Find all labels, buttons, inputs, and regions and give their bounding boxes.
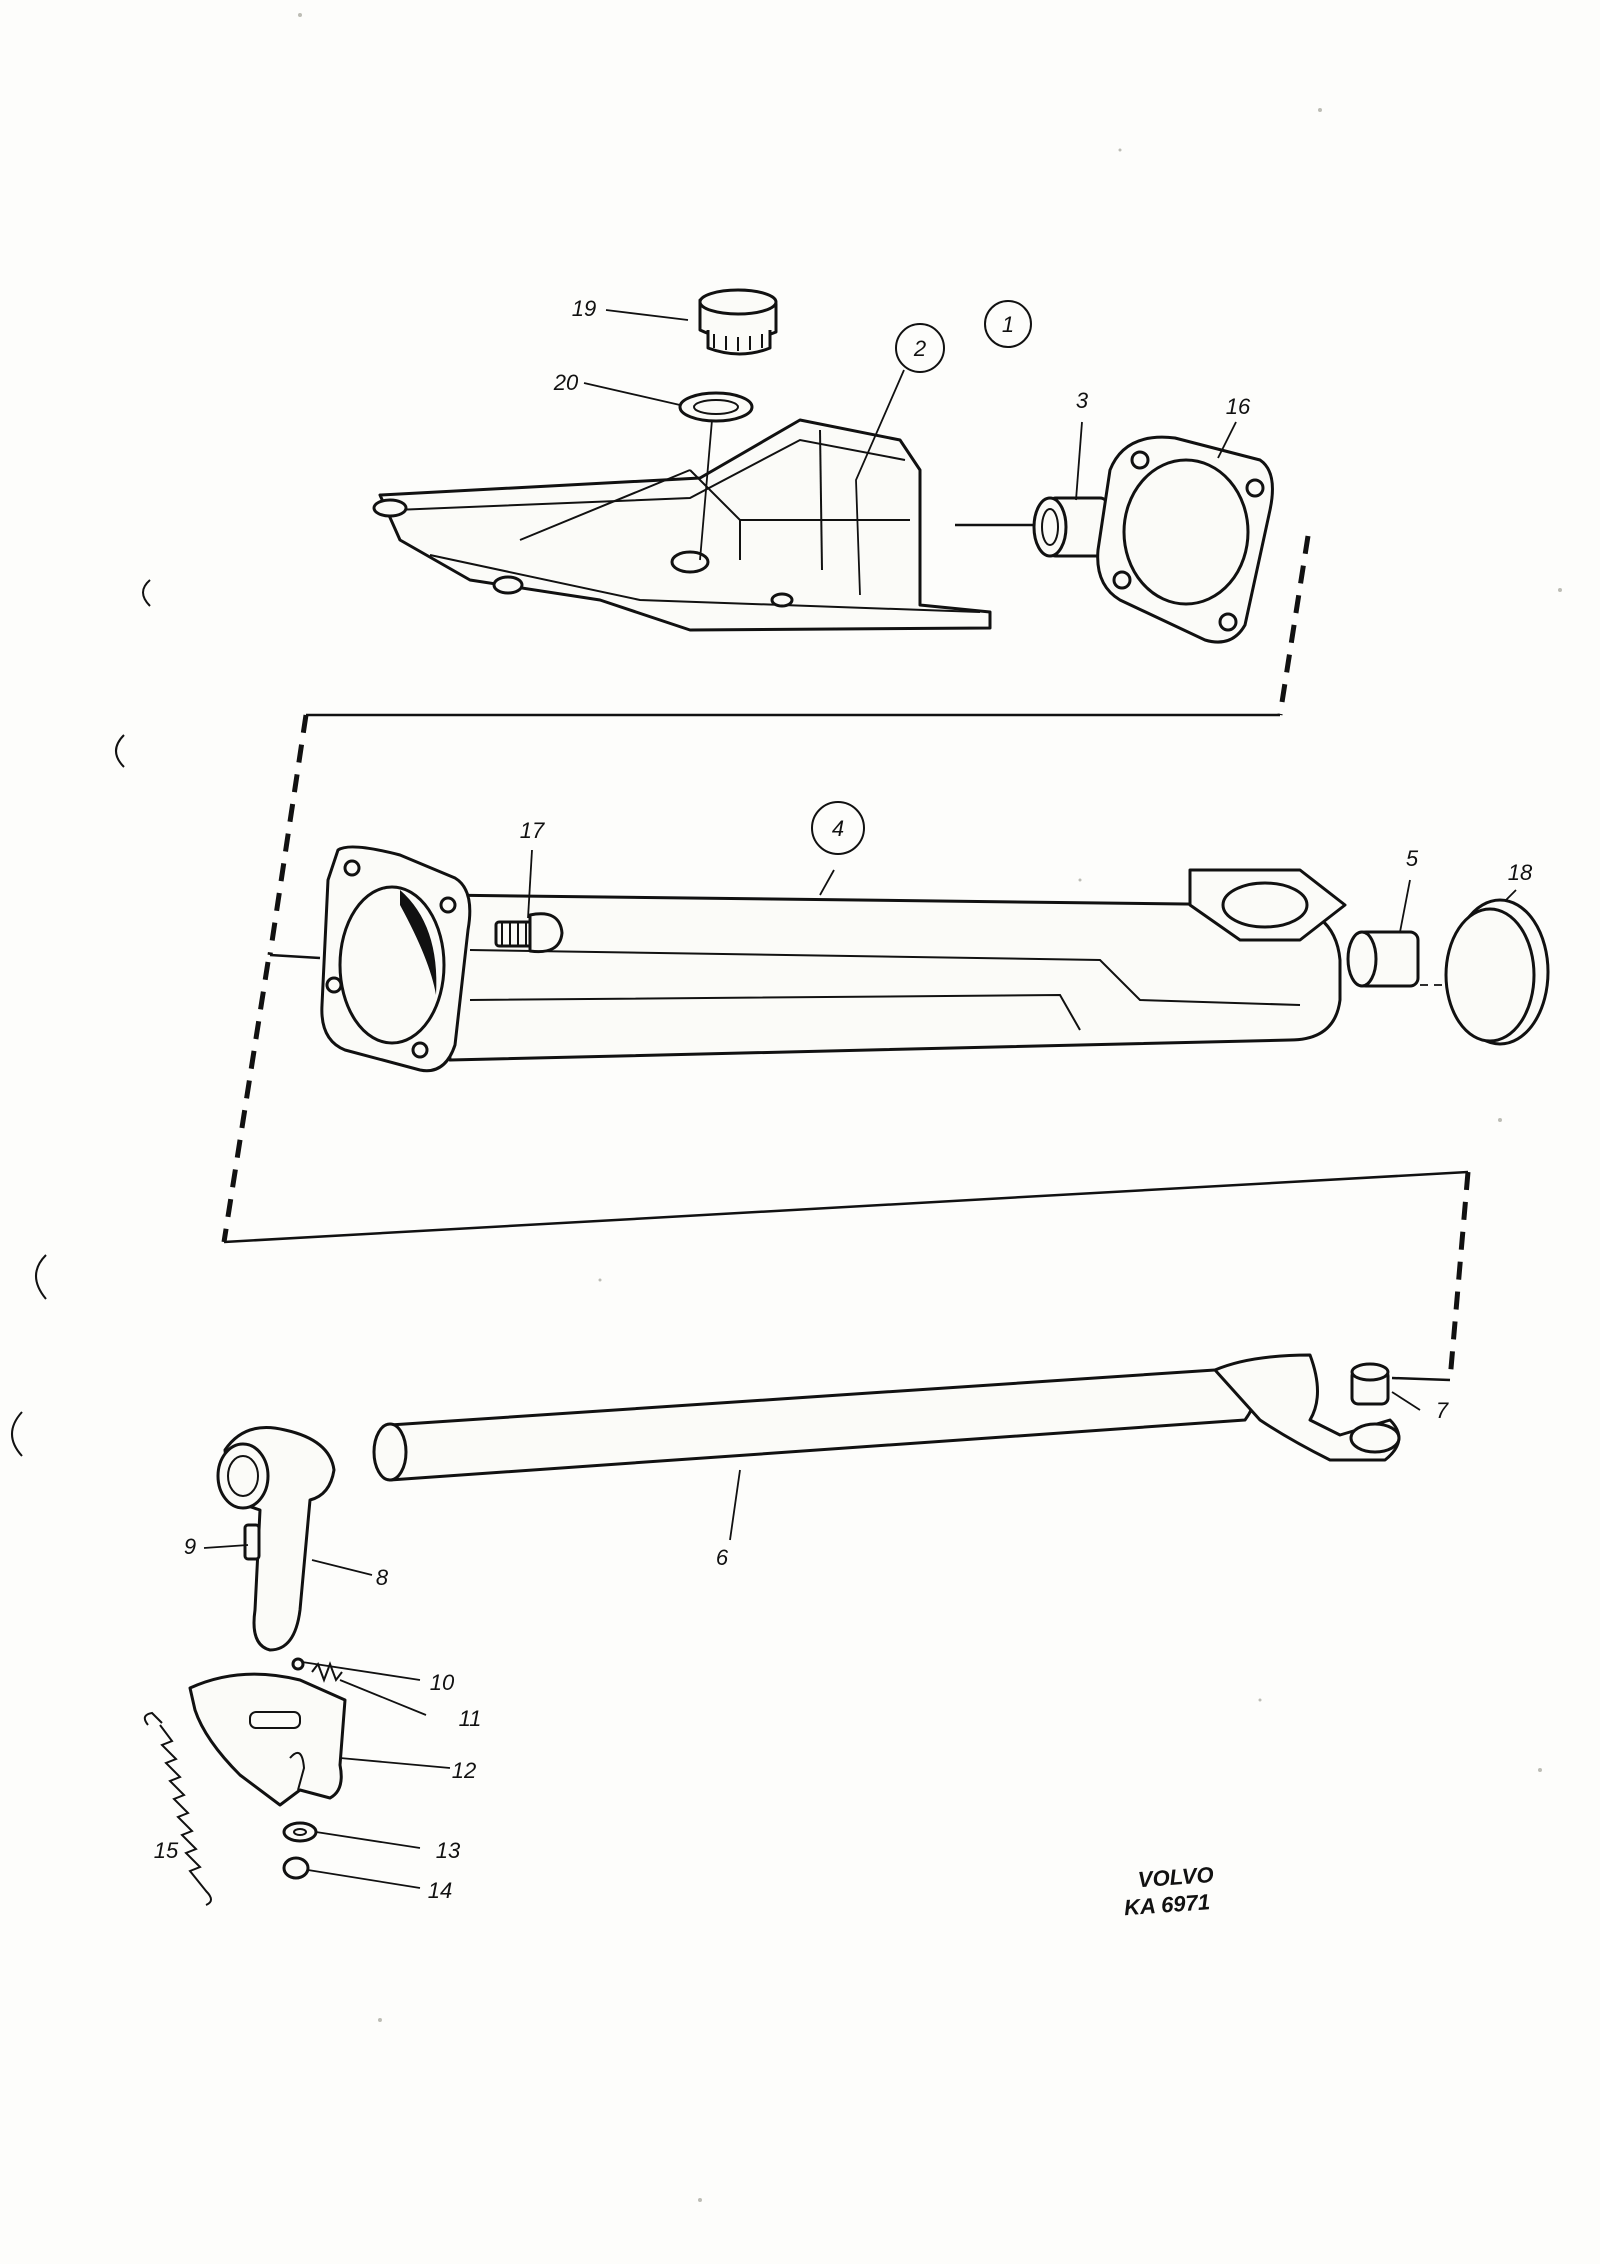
callout-8: 8: [376, 1565, 389, 1590]
lever-part-8: [216, 1426, 336, 1652]
bushing-part-5: [1346, 930, 1420, 988]
callout-leader-lines: [203, 309, 1517, 1889]
callout-6: 6: [716, 1545, 729, 1570]
callout-15: 15: [154, 1838, 179, 1863]
callout-circle-1: [984, 300, 1032, 348]
callout-14: 14: [428, 1878, 452, 1903]
callout-1: 1: [1002, 312, 1014, 337]
ball-and-spring-parts: [291, 1657, 343, 1683]
screw-part-9: [243, 1523, 261, 1561]
callout-3: 3: [1076, 388, 1089, 413]
binder-hole-marks: [11, 579, 151, 1457]
screw-part-17: [494, 912, 564, 954]
sealing-ring-part: [678, 391, 754, 423]
callout-17: 17: [520, 818, 545, 843]
cap-part-18: [1444, 898, 1550, 1046]
bushing-part-7: [1350, 1362, 1390, 1406]
callout-circle-2: [895, 323, 945, 373]
callout-16: 16: [1226, 394, 1251, 419]
callout-4: 4: [832, 816, 844, 841]
spring-part-15: [143, 1711, 212, 1906]
plug-part: [698, 288, 778, 356]
callout-7: 7: [1436, 1398, 1449, 1423]
shaft-part-6: [372, 1353, 1401, 1482]
bushing-part-3: [1032, 496, 1110, 558]
callout-11: 11: [459, 1706, 482, 1731]
callout-circle-4: [811, 801, 865, 855]
gasket-part-16: [1096, 435, 1274, 644]
detent-plate-part-12: [188, 1672, 347, 1807]
callout-13: 13: [436, 1838, 461, 1863]
callout-18: 18: [1508, 860, 1533, 885]
tube-housing-part-4: [320, 845, 1347, 1073]
callout-9: 9: [184, 1534, 196, 1559]
cover-housing-part: [372, 418, 992, 632]
washer-part-13: [282, 1821, 318, 1843]
brand-name: VOLVO: [1137, 1862, 1214, 1892]
callout-10: 10: [430, 1670, 455, 1695]
callout-20: 20: [553, 370, 579, 395]
clip-part-14: [282, 1856, 310, 1880]
callout-2: 2: [913, 336, 926, 361]
assembly-dashed-lines: [221, 523, 1472, 1382]
callout-12: 12: [452, 1758, 476, 1783]
scan-specks: [298, 13, 1562, 2202]
brand-code: KA 6971: [1123, 1889, 1211, 1920]
callout-5: 5: [1406, 846, 1419, 871]
callout-19: 19: [572, 296, 596, 321]
